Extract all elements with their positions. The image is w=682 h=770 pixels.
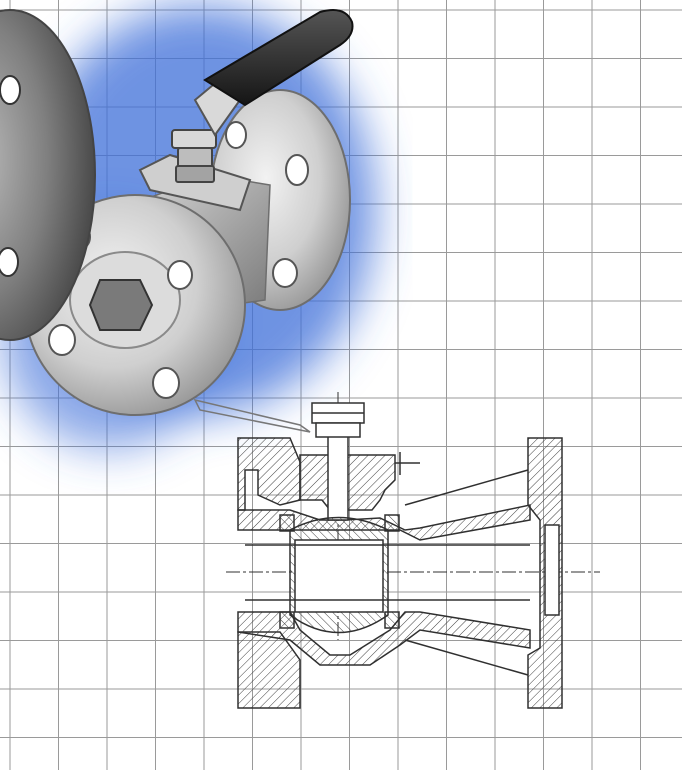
valve-photo xyxy=(0,9,354,433)
ball-bore xyxy=(294,539,384,613)
lower-body xyxy=(237,611,531,666)
seat-left-top xyxy=(279,514,295,532)
handle-ghost-line xyxy=(193,398,311,433)
seat-right-top xyxy=(384,514,400,532)
large-flange xyxy=(0,9,96,341)
left-flange-top xyxy=(237,437,301,511)
stem xyxy=(327,429,349,521)
stem-nut xyxy=(171,129,217,183)
right-flange-face xyxy=(544,524,560,616)
lower-nut xyxy=(315,422,361,438)
left-flange-bottom xyxy=(237,631,301,709)
valve-cross-section xyxy=(226,392,600,709)
lever-handle xyxy=(193,9,354,137)
